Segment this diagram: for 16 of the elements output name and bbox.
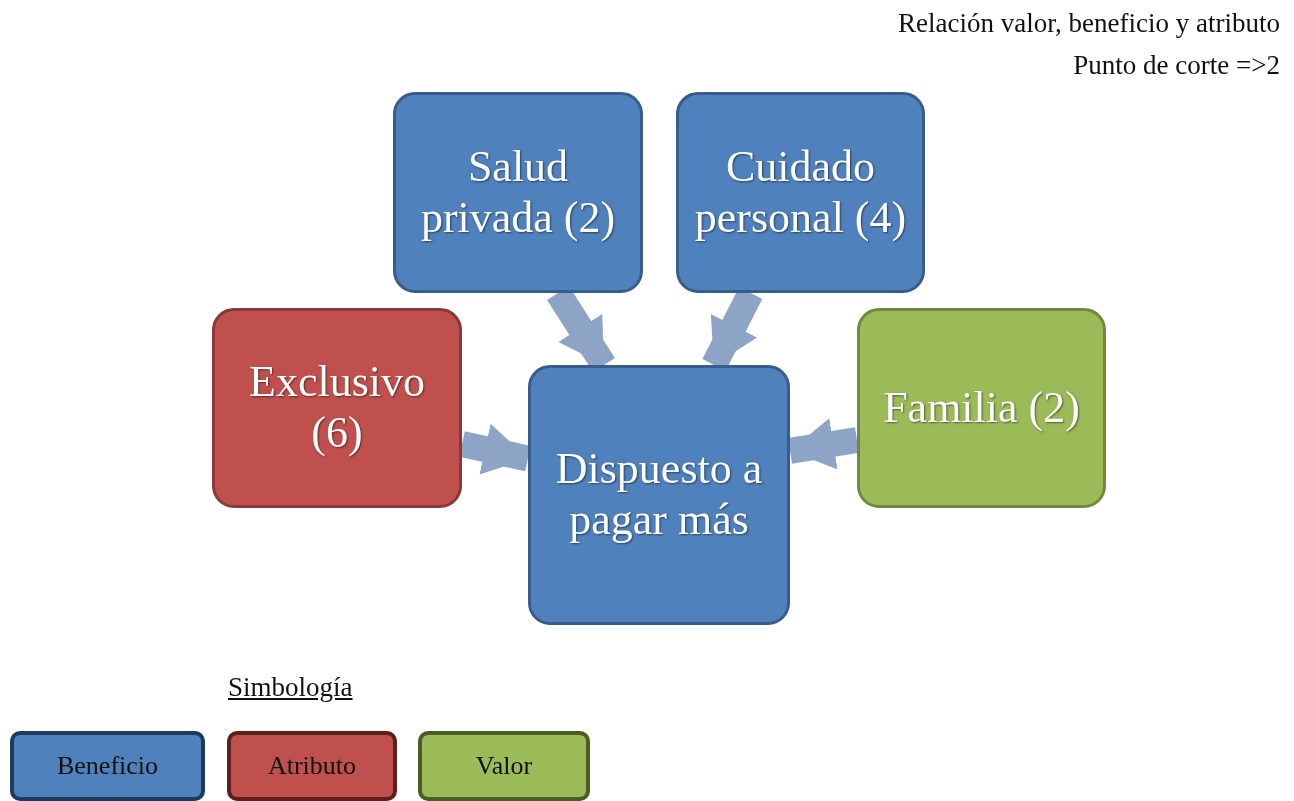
box-label: Exclusivo (6) xyxy=(248,357,426,459)
box-label: Dispuesto a pagar más xyxy=(554,444,764,546)
rounded-box xyxy=(857,308,1106,508)
legend-label: Valor xyxy=(475,751,533,781)
legend-heading: Simbología xyxy=(228,672,353,703)
legend-label: Atributo xyxy=(267,751,357,781)
rounded-box xyxy=(393,92,643,293)
rounded-box xyxy=(528,365,790,625)
note: Punto de corte =>2 xyxy=(1073,50,1280,81)
rounded-box xyxy=(212,308,462,508)
box-label: Salud privada (2) xyxy=(419,141,617,244)
title: Relación valor, beneficio y atributo xyxy=(897,8,1280,39)
box-label: Familia (2) xyxy=(882,382,1081,434)
rounded-box xyxy=(676,92,925,293)
box-label: Cuidado personal (4) xyxy=(693,141,908,244)
legend-label: Beneficio xyxy=(56,751,159,781)
